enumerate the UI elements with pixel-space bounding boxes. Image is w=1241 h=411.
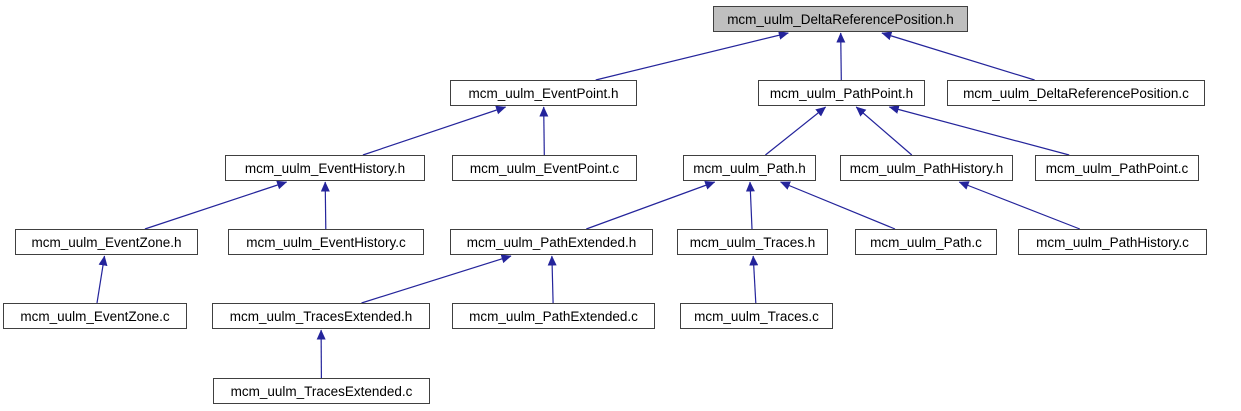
- edge-traces-c-to-traces-h: [749, 255, 759, 304]
- graph-node-delta-h[interactable]: mcm_uulm_DeltaReferencePosition.h: [713, 6, 968, 32]
- edge-pathhistory-c-to-pathhistory-h: [958, 181, 1081, 230]
- graph-node-pathpoint-c[interactable]: mcm_uulm_PathPoint.c: [1035, 155, 1199, 181]
- graph-node-pathhistory-h[interactable]: mcm_uulm_PathHistory.h: [840, 155, 1013, 181]
- edge-path-c-to-path-h: [780, 181, 896, 230]
- graph-node-tracesextended-c[interactable]: mcm_uulm_TracesExtended.c: [213, 378, 430, 404]
- graph-node-eventhistory-c[interactable]: mcm_uulm_EventHistory.c: [228, 229, 424, 255]
- graph-node-eventzone-h[interactable]: mcm_uulm_EventZone.h: [15, 229, 198, 255]
- edge-delta-c-to-delta-h: [881, 31, 1035, 81]
- edge-pathhistory-h-to-pathpoint-h: [855, 106, 913, 156]
- edge-pathpoint-h-to-delta-h: [836, 32, 846, 81]
- edge-pathpoint-c-to-pathpoint-h: [888, 105, 1070, 156]
- graph-node-eventpoint-c[interactable]: mcm_uulm_EventPoint.c: [452, 155, 637, 181]
- edge-traces-h-to-path-h: [745, 181, 755, 230]
- edge-path-h-to-pathpoint-h: [765, 106, 826, 156]
- graph-node-eventhistory-h[interactable]: mcm_uulm_EventHistory.h: [225, 155, 425, 181]
- graph-node-pathextended-c[interactable]: mcm_uulm_PathExtended.c: [452, 303, 655, 329]
- edge-eventzone-c-to-eventzone-h: [96, 255, 108, 304]
- graph-node-pathpoint-h[interactable]: mcm_uulm_PathPoint.h: [758, 80, 925, 106]
- graph-node-path-c[interactable]: mcm_uulm_Path.c: [855, 229, 997, 255]
- edge-eventpoint-c-to-eventpoint-h: [539, 106, 549, 156]
- edge-eventpoint-h-to-delta-h: [595, 30, 789, 81]
- edge-eventzone-h-to-eventhistory-h: [144, 180, 288, 230]
- graph-node-tracesextended-h[interactable]: mcm_uulm_TracesExtended.h: [212, 303, 430, 329]
- graph-node-path-h[interactable]: mcm_uulm_Path.h: [683, 155, 816, 181]
- graph-node-eventzone-c[interactable]: mcm_uulm_EventZone.c: [3, 303, 187, 329]
- edge-eventhistory-c-to-eventhistory-h: [320, 181, 330, 230]
- graph-node-pathextended-h[interactable]: mcm_uulm_PathExtended.h: [450, 229, 653, 255]
- edge-eventhistory-h-to-eventpoint-h: [362, 105, 507, 156]
- edge-tracesextended-h-to-pathextended-h: [361, 254, 512, 304]
- graph-node-traces-h[interactable]: mcm_uulm_Traces.h: [677, 229, 828, 255]
- graph-node-delta-c[interactable]: mcm_uulm_DeltaReferencePosition.c: [947, 80, 1205, 106]
- graph-node-eventpoint-h[interactable]: mcm_uulm_EventPoint.h: [450, 80, 637, 106]
- edge-pathextended-c-to-pathextended-h: [547, 255, 557, 304]
- edge-pathextended-h-to-path-h: [586, 181, 716, 230]
- graph-node-traces-c[interactable]: mcm_uulm_Traces.c: [680, 303, 833, 329]
- graph-node-pathhistory-c[interactable]: mcm_uulm_PathHistory.c: [1018, 229, 1207, 255]
